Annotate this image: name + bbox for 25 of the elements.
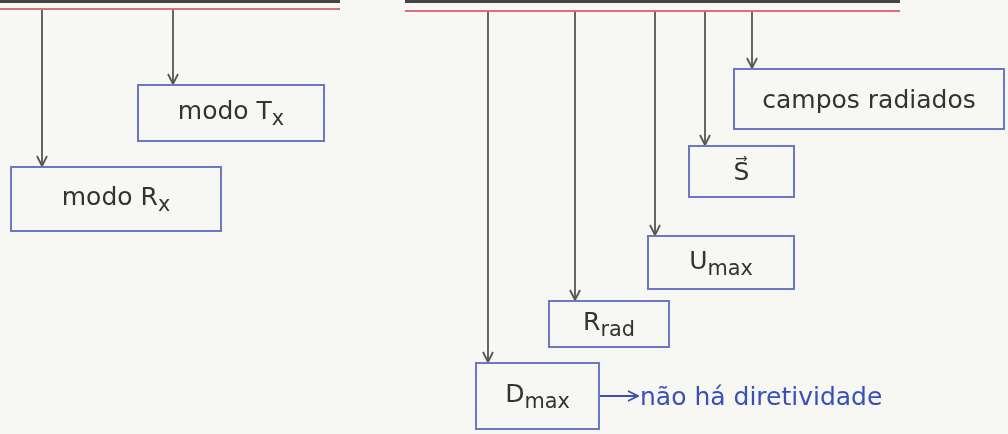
term-box <box>733 68 1005 130</box>
arrow <box>699 11 711 146</box>
term-box <box>647 235 795 290</box>
arrow <box>569 11 581 301</box>
term-box <box>688 145 795 198</box>
term-label: D$_{max}$ <box>505 379 570 413</box>
term-label: campos radiados <box>762 84 976 114</box>
arrow <box>36 9 48 167</box>
arrow <box>482 11 494 363</box>
note-text: não há diretividade <box>640 381 883 411</box>
arrow <box>649 11 661 236</box>
divider-bar <box>0 0 340 10</box>
arrow <box>599 390 639 402</box>
arrow <box>167 9 179 85</box>
term-box <box>10 166 222 232</box>
term-box <box>137 84 325 142</box>
term-label: modo R$_{x}$ <box>61 182 171 216</box>
term-label: R$_{rad}$ <box>583 307 635 341</box>
term-label: U$_{max}$ <box>689 245 753 280</box>
divider-bar <box>405 0 900 12</box>
term-box <box>475 362 600 430</box>
arrow <box>746 11 758 69</box>
term-label: S⃗ <box>733 157 750 186</box>
term-box <box>548 300 670 348</box>
term-label: modo T$_{x}$ <box>177 96 285 130</box>
